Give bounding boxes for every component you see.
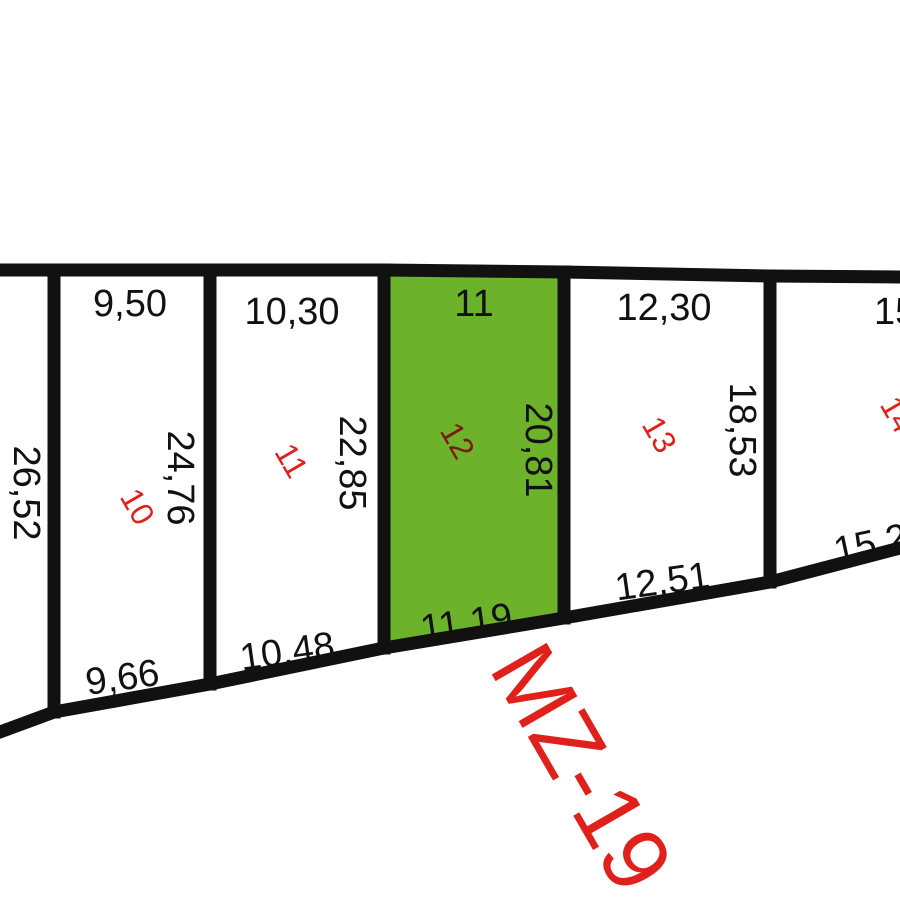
lot-10-back-dim: 9,66	[83, 652, 162, 704]
lot-9-side-dim: 26,52	[5, 445, 47, 540]
lot-10-number[interactable]: 10	[113, 482, 162, 531]
lot-14-back-dim: 15,2	[830, 516, 900, 572]
lot-11-number[interactable]: 11	[268, 437, 316, 484]
lot-10-front-dim: 9,50	[93, 283, 167, 325]
block-label: MZ-19	[471, 627, 692, 900]
lot-13-side-dim: 18,53	[721, 382, 763, 477]
lot-14-number[interactable]: 14	[873, 390, 900, 439]
lot-13-front-dim: 12,30	[616, 287, 711, 329]
lot-14-front-dim: 15	[874, 291, 900, 333]
lot-12-highlight[interactable]	[384, 276, 564, 648]
lot-11-front-dim: 10,30	[244, 291, 339, 333]
lot-12-side-dim: 20,81	[517, 402, 559, 497]
lot-11-back-dim: 10,48	[237, 625, 337, 680]
lot-10-side-dim: 24,76	[159, 430, 201, 525]
lot-12-front-dim: 11	[454, 283, 493, 325]
lot-13-number[interactable]: 13	[635, 410, 684, 459]
lot-11-side-dim: 22,85	[331, 415, 373, 510]
